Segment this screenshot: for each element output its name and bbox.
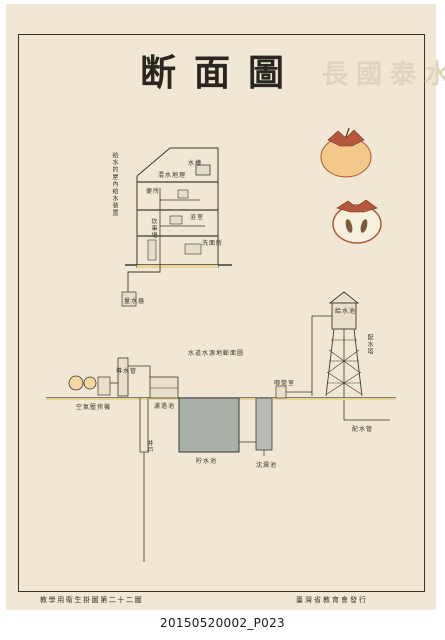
- tower-tank-label: 給水池: [335, 308, 357, 315]
- waterworks-cross-section: [46, 357, 396, 562]
- meter-label: 量水器: [124, 298, 146, 305]
- reservoir-label: 貯水池: [196, 458, 218, 465]
- well-pipe-label: 導水管: [116, 368, 138, 375]
- archive-id-caption: 20150520002_P023: [160, 616, 285, 630]
- well-label: 井戸: [146, 440, 153, 455]
- pump-house-label: 喞筒室: [274, 380, 296, 387]
- footer-series-text: 教學用衛生掛圖第二十二圖: [40, 596, 144, 604]
- poster-title: 断面圖: [140, 52, 303, 94]
- toilet-label: 便所: [146, 188, 161, 195]
- house-cross-section: [121, 147, 232, 307]
- persimmon-whole-illustration: [320, 127, 372, 178]
- settling-label: 沈澱池: [256, 462, 278, 469]
- water-tower-label: 配水塔: [366, 334, 373, 356]
- inlet-label: 混水地理: [158, 172, 187, 179]
- upper-tank-label: 水槽: [188, 160, 203, 167]
- bleed-through-watermark: 長國泰水: [322, 60, 445, 90]
- bath-label: 浴室: [190, 214, 205, 221]
- waterworks-heading-label: 水道水源地斷面圖: [188, 350, 245, 357]
- poster-frame: [18, 34, 425, 592]
- footer-publisher-text: 臺灣省教育會發行: [296, 596, 368, 604]
- poster-sheet: [6, 4, 436, 610]
- basin-label: 洗面所: [202, 240, 224, 247]
- persimmon-cut-illustration: [332, 199, 382, 244]
- house-heading-label: 給水的屋內給水装置: [111, 152, 118, 217]
- distribution-pipe-label: 配水管: [352, 426, 374, 433]
- filter-label: 濾過池: [154, 403, 176, 410]
- compressor-label: 空氣壓搾機: [76, 404, 112, 411]
- kitchen-label: 炊事場: [150, 218, 157, 240]
- water-tower: [311, 291, 390, 421]
